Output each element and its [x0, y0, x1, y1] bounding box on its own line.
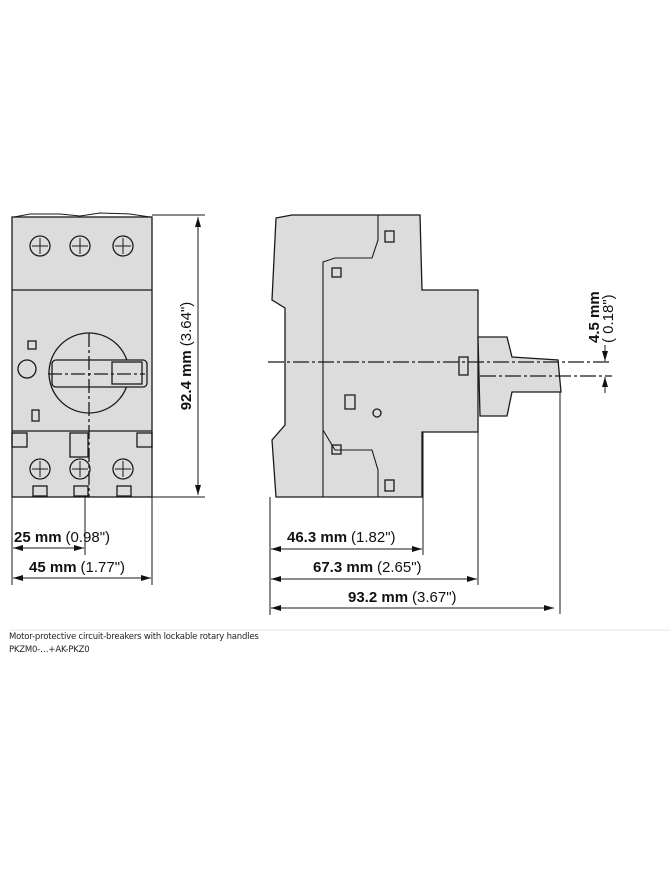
dim-4-5mm: 4.5 mm	[586, 291, 603, 343]
dim-25mm: 25 mm (0.98")	[14, 529, 110, 546]
caption-title: Motor-protective circuit-breakers with l…	[9, 632, 259, 642]
dim-93-2mm: 93.2 mm (3.67")	[348, 589, 457, 606]
dimension-lines	[10, 214, 670, 631]
side-view	[268, 214, 612, 498]
top-terminal-screws	[29, 235, 134, 257]
caption-part-number: PKZM0-…+AK-PKZ0	[9, 645, 90, 655]
bottom-terminal-screws	[29, 458, 134, 497]
dim-45mm: 45 mm (1.77")	[29, 559, 125, 576]
dim-46-3mm: 46.3 mm (1.82")	[287, 529, 396, 546]
dim-height: 92.4 mm (3.64")	[178, 302, 195, 411]
front-view	[11, 212, 153, 498]
lock-screw	[17, 359, 37, 379]
dim-4-5mm-inch: ( 0.18")	[600, 294, 617, 343]
rotary-handle	[48, 332, 148, 497]
dim-67-3mm: 67.3 mm (2.65")	[313, 559, 422, 576]
